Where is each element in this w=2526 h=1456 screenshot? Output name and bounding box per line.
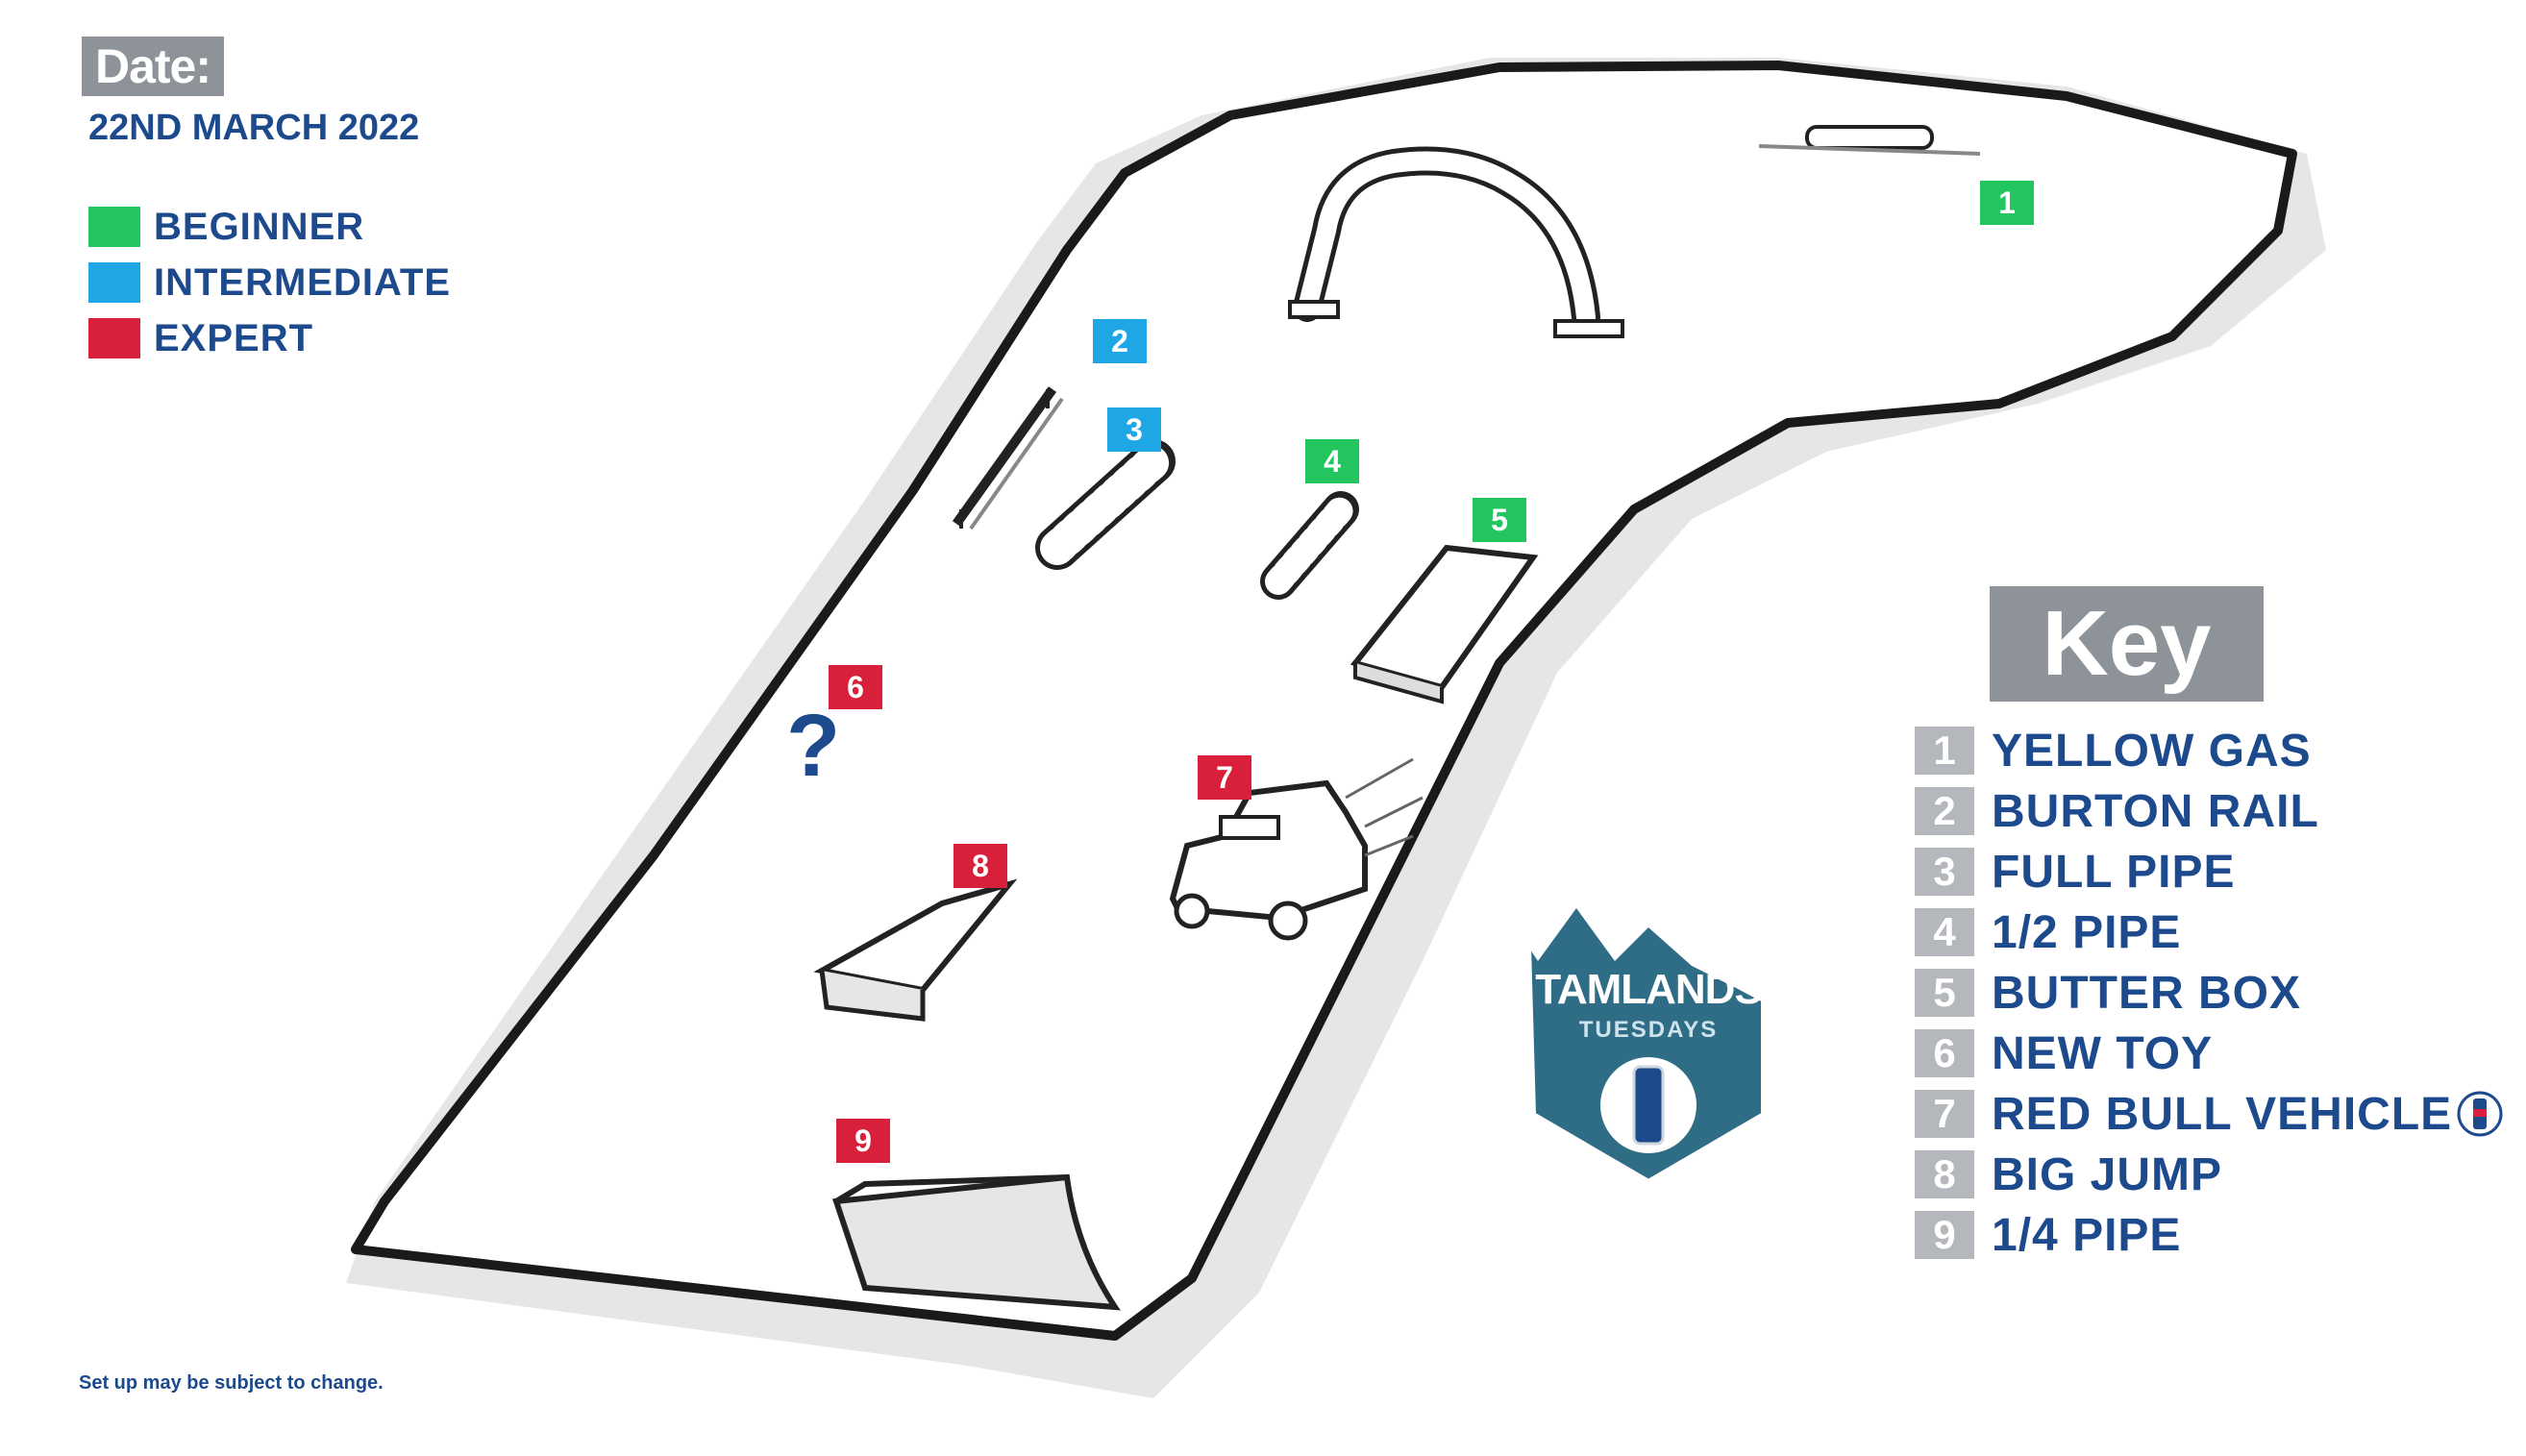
legend-swatch-intermediate [88,262,140,303]
feature-red-bull-vehicle [1169,757,1424,941]
red-bull-can-icon [2457,1091,2503,1137]
key-item: 1 YELLOW GAS [1915,723,2312,778]
marker-8: 8 [953,844,1007,888]
feature-arch [1288,146,1624,338]
key-number: 9 [1915,1211,1974,1259]
marker-7: 7 [1198,755,1251,800]
feature-butter-box [1350,544,1539,704]
feature-half-pipe [1260,491,1359,600]
feature-big-jump [813,878,1018,1022]
legend-item-intermediate: INTERMEDIATE [88,260,451,305]
key-label: RED BULL VEHICLE [1992,1088,2453,1140]
feature-yellow-gas [1758,125,1981,156]
key-label: BUTTER BOX [1992,967,2301,1019]
key-item: 6 NEW TOY [1915,1025,2213,1081]
key-number: 1 [1915,727,1974,775]
feature-quarter-pipe [831,1173,1121,1311]
marker-4: 4 [1305,439,1359,483]
key-number: 2 [1915,787,1974,835]
marker-1: 1 [1980,181,2034,225]
key-label: NEW TOY [1992,1027,2214,1079]
tamlands-logo [1524,889,1767,1186]
feature-full-pipe [1035,439,1176,570]
legend-label: EXPERT [154,316,314,359]
key-item: 2 BURTON RAIL [1915,783,2319,839]
footnote: Set up may be subject to change. [79,1372,384,1394]
marker-9: 9 [836,1119,890,1163]
legend-label: BEGINNER [154,205,365,248]
key-label: YELLOW GAS [1992,725,2312,777]
key-item: 8 BIG JUMP [1915,1147,2222,1202]
key-item: 5 BUTTER BOX [1915,965,2301,1021]
legend-swatch-beginner [88,207,140,247]
marker-5: 5 [1473,498,1526,542]
legend-item-beginner: BEGINNER [88,205,364,249]
key-item: 7 RED BULL VEHICLE [1915,1086,2504,1142]
slope-outline [351,61,2297,1341]
key-label: FULL PIPE [1992,846,2236,898]
date-label: Date: [82,37,224,96]
key-label: 1/4 PIPE [1992,1209,2182,1261]
key-label: BURTON RAIL [1992,785,2319,837]
legend-item-expert: EXPERT [88,316,313,360]
key-number: 7 [1915,1090,1974,1138]
marker-2: 2 [1093,319,1147,363]
logo-title: TAMLANDS [1535,966,1763,1013]
key-number: 5 [1915,969,1974,1017]
key-item: 3 FULL PIPE [1915,844,2235,900]
key-number: 6 [1915,1029,1974,1077]
event-date: 22ND MARCH 2022 [88,108,420,148]
key-title: Key [1990,586,2264,702]
legend-label: INTERMEDIATE [154,260,452,304]
key-number: 8 [1915,1150,1974,1198]
logo-subtitle: TUESDAYS [1578,1017,1719,1043]
key-number: 4 [1915,908,1974,956]
key-item: 9 1/4 PIPE [1915,1207,2181,1263]
marker-3: 3 [1107,407,1161,452]
legend-swatch-expert [88,318,140,358]
feature-burton-rail [952,386,1064,531]
key-label: BIG JUMP [1992,1148,2223,1200]
key-label: 1/2 PIPE [1992,906,2182,958]
new-toy-question-mark: ? [786,697,841,795]
key-item: 4 1/2 PIPE [1915,904,2181,960]
marker-6: 6 [829,665,882,709]
key-number: 3 [1915,848,1974,896]
